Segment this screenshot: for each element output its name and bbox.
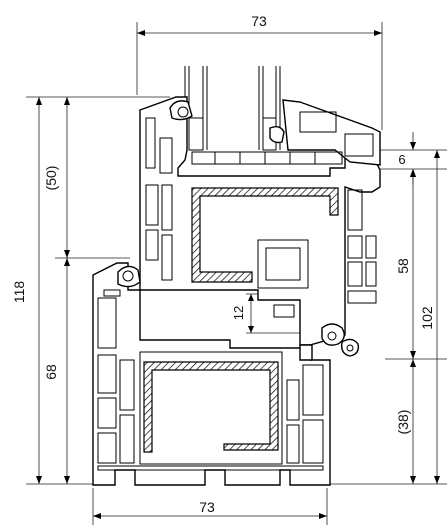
center-label: 12 bbox=[231, 306, 246, 320]
right-top-label: 6 bbox=[398, 152, 405, 167]
right-total-label: 102 bbox=[419, 306, 435, 330]
lower-left-label: 68 bbox=[43, 364, 59, 380]
top-width-label: 73 bbox=[251, 13, 267, 29]
right-lower-label: (38) bbox=[395, 410, 411, 435]
sash-steel-reinforcement bbox=[191, 187, 339, 283]
bottom-width-label: 73 bbox=[199, 499, 215, 515]
glazing-unit bbox=[184, 66, 281, 151]
upper-left-label: (50) bbox=[43, 166, 59, 191]
total-height-label: 118 bbox=[11, 281, 27, 304]
frame-steel-reinforcement bbox=[143, 361, 279, 453]
right-upper-label: 58 bbox=[395, 258, 411, 274]
sash-profile bbox=[139, 96, 381, 346]
